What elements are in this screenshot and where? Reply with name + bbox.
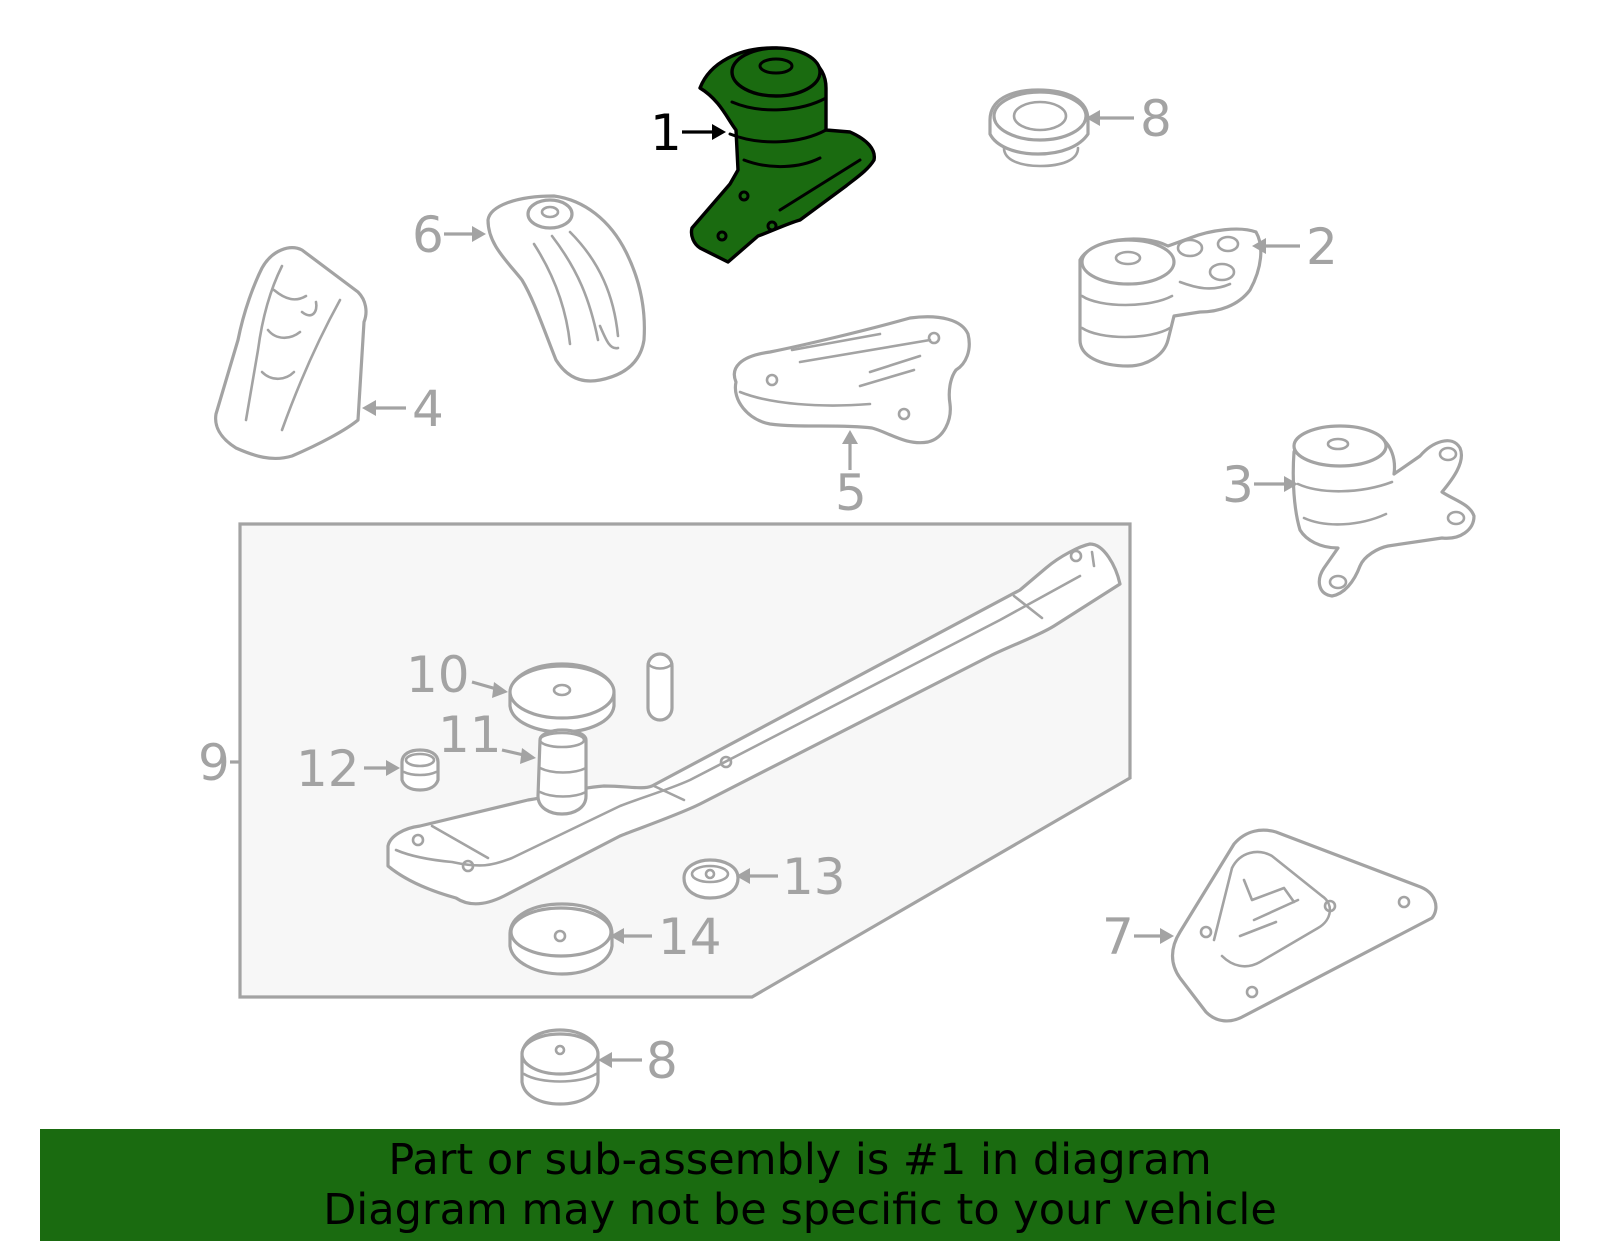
callout-11[interactable]: 11 xyxy=(438,706,536,764)
callout-label-6: 6 xyxy=(412,206,444,264)
callout-label-8-top: 8 xyxy=(1140,90,1172,148)
banner-line-1: Part or sub-assembly is #1 in diagram xyxy=(388,1135,1212,1185)
callout-label-4: 4 xyxy=(412,380,444,438)
callout-label-7: 7 xyxy=(1102,908,1134,966)
part-11-bolt[interactable] xyxy=(536,728,588,816)
callout-5[interactable]: 5 xyxy=(835,430,867,522)
callout-7[interactable]: 7 xyxy=(1102,908,1174,966)
callout-label-13: 13 xyxy=(782,848,846,906)
callout-13[interactable]: 13 xyxy=(736,848,846,906)
part-3-mount[interactable] xyxy=(1291,424,1476,598)
part-13-washer[interactable] xyxy=(682,858,740,900)
callout-label-12: 12 xyxy=(296,740,360,798)
callout-2[interactable]: 2 xyxy=(1252,218,1338,276)
callout-6[interactable]: 6 xyxy=(412,206,486,264)
callout-1[interactable]: 1 xyxy=(650,104,726,162)
callout-label-2: 2 xyxy=(1306,218,1338,276)
callout-label-14: 14 xyxy=(658,908,722,966)
callout-3[interactable]: 3 xyxy=(1222,456,1298,514)
banner-line-2: Diagram may not be specific to your vehi… xyxy=(323,1185,1277,1235)
callout-8-top[interactable]: 8 xyxy=(1086,90,1172,148)
callout-label-1: 1 xyxy=(650,104,682,162)
callout-8-bottom[interactable]: 8 xyxy=(598,1032,678,1090)
part-12-nut[interactable] xyxy=(400,748,440,792)
part-2-mount[interactable] xyxy=(1078,227,1263,368)
part-6-bracket[interactable] xyxy=(486,194,646,383)
callout-label-3: 3 xyxy=(1222,456,1254,514)
part-4-bracket[interactable] xyxy=(214,246,368,461)
callout-10[interactable]: 10 xyxy=(406,646,508,704)
callout-label-5: 5 xyxy=(835,464,867,522)
part-8-bushing-bottom[interactable] xyxy=(520,1028,600,1106)
part-10-cushion[interactable] xyxy=(508,662,616,734)
part-7-plate[interactable] xyxy=(1170,828,1438,1023)
part-8-bushing-top[interactable] xyxy=(988,88,1090,168)
callout-label-10: 10 xyxy=(406,646,470,704)
caption-banner: Part or sub-assembly is #1 in diagram Di… xyxy=(40,1129,1560,1241)
callout-label-9: 9 xyxy=(198,734,230,792)
callout-9[interactable]: 9 xyxy=(198,734,240,792)
callout-label-11: 11 xyxy=(438,706,502,764)
callout-14[interactable]: 14 xyxy=(610,908,722,966)
pin xyxy=(646,652,674,722)
part-5-bracket[interactable] xyxy=(732,315,971,445)
callout-12[interactable]: 12 xyxy=(296,740,400,798)
part-14-spacer[interactable] xyxy=(508,902,614,976)
callout-4[interactable]: 4 xyxy=(362,380,444,438)
callout-label-8-bottom: 8 xyxy=(646,1032,678,1090)
part-1-engine-mount[interactable] xyxy=(689,46,876,264)
